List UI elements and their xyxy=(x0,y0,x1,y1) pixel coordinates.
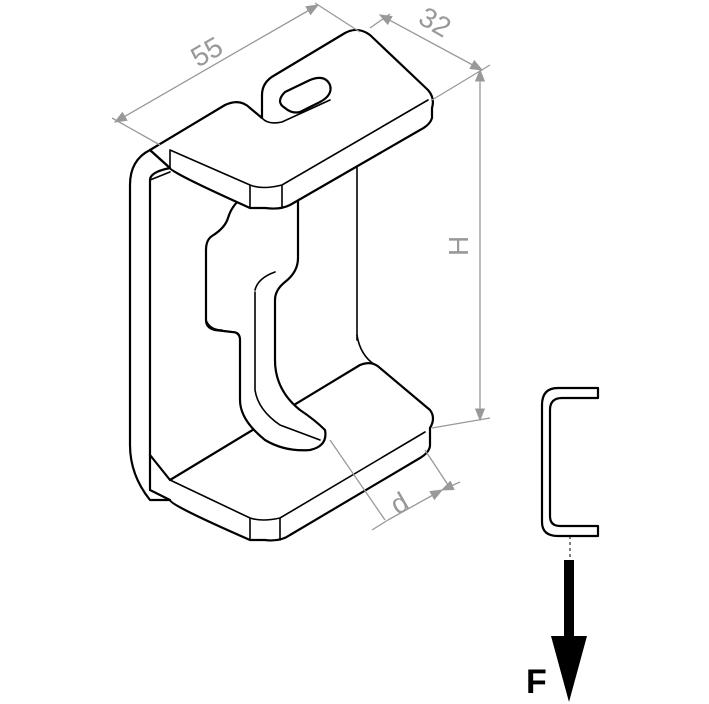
edge xyxy=(205,319,223,331)
force-arrow xyxy=(551,560,587,702)
tongue-fold xyxy=(254,271,321,441)
bottom-flange xyxy=(148,361,435,542)
dim-height-label: H xyxy=(443,236,474,256)
dim-thickness-label: d xyxy=(385,486,414,521)
center-tongue xyxy=(204,196,327,452)
edge xyxy=(249,517,281,541)
edge xyxy=(249,184,283,209)
dim-height: H xyxy=(431,68,491,429)
force-label: F xyxy=(526,663,547,701)
cross-section xyxy=(540,386,600,538)
dim-length-label: 55 xyxy=(186,31,228,73)
back-web xyxy=(128,148,172,502)
edge xyxy=(149,171,171,181)
